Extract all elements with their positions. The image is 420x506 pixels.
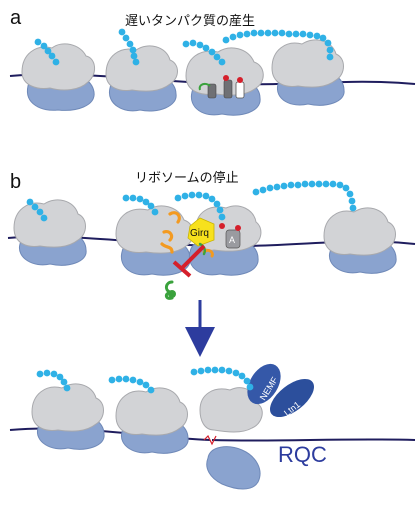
panel-b-green-factor xyxy=(164,280,176,300)
panel-a-ribosome-1 xyxy=(21,43,95,111)
inhibition-line xyxy=(180,244,206,270)
orange-factor-icon xyxy=(160,242,174,254)
panel-a-ribosome-3 xyxy=(185,47,264,116)
amino-acid-icon xyxy=(223,75,229,81)
trna-icon xyxy=(235,81,245,99)
panel-c-ribosome-2 xyxy=(115,387,189,454)
a-site-label: A xyxy=(229,235,235,245)
amino-acid-icon xyxy=(235,225,241,231)
amino-acid-icon xyxy=(219,223,225,229)
panel-b-title: リボソームの停止 xyxy=(135,170,239,186)
rqc-label: RQC xyxy=(278,442,327,467)
panel-b-ribosome-4 xyxy=(323,207,397,274)
amino-acid-icon xyxy=(237,77,243,83)
green-factor-icon xyxy=(198,82,211,91)
panel-a-ribosome-2 xyxy=(105,45,178,112)
panel-c-small-subunit xyxy=(206,446,261,490)
panel-a-ribosome-4 xyxy=(271,39,345,106)
panel-a-title: 遅いタンパク質の産生 xyxy=(125,13,255,29)
panel-b-letter: b xyxy=(10,171,21,193)
a-site-subunit xyxy=(225,229,241,249)
mrna-cleavage-icon xyxy=(203,434,217,446)
panel-c: NEMF Ltn1 RQC xyxy=(9,363,416,490)
inhibition-bar xyxy=(172,260,192,278)
trna-icon xyxy=(223,79,233,99)
panel-a-nascent-chains xyxy=(34,28,334,66)
trna-icon xyxy=(207,83,217,99)
panel-c-nascent-chains xyxy=(36,366,254,394)
panel-c-large-subunit xyxy=(199,387,263,433)
panel-a-letter: a xyxy=(10,7,22,29)
panel-b-nascent-chains xyxy=(26,180,357,222)
panel-b-stalled-ribosome: A Girq xyxy=(115,205,262,278)
gir-factor-label: Girq xyxy=(190,228,209,239)
orange-factor-icon xyxy=(168,211,181,224)
panel-a: a 遅いタンパク質の産生 xyxy=(9,7,416,116)
panel-b: b リボソームの停止 A xyxy=(7,170,416,300)
orange-factor-icon xyxy=(162,230,174,242)
panel-c-ribosome-1 xyxy=(31,383,105,450)
gir-factor xyxy=(187,217,215,247)
panel-b-ribosome-1 xyxy=(13,199,87,266)
